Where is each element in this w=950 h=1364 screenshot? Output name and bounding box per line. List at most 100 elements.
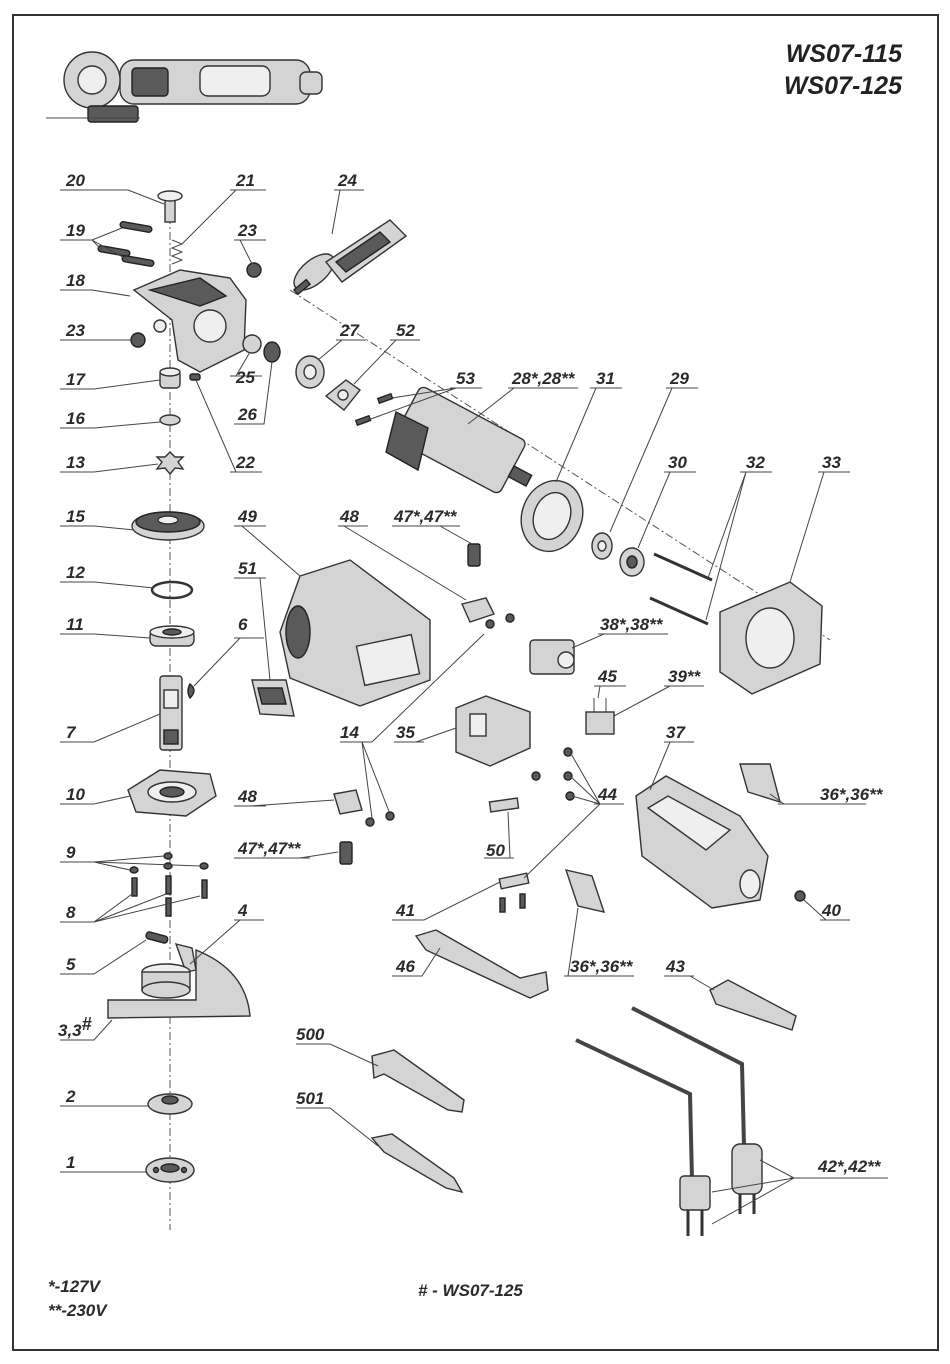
- label-30: 30: [668, 453, 687, 472]
- part-5-screw: [145, 931, 168, 943]
- part-27-bearing: [296, 356, 324, 388]
- part-501-wrench: [372, 1134, 462, 1192]
- model-title-1: WS07-115: [786, 40, 903, 68]
- part-53-screws: [356, 394, 393, 425]
- label-21: 21: [235, 171, 255, 190]
- label-24: 24: [337, 171, 357, 190]
- label-11: 11: [66, 615, 84, 634]
- label-50: 50: [486, 841, 505, 860]
- label-10: 10: [66, 785, 85, 804]
- part-19-screws: [98, 221, 155, 266]
- part-48-brush-holder-lower: [334, 790, 362, 814]
- part-11-bearing: [150, 626, 194, 646]
- label-25: 25: [235, 368, 255, 387]
- note-230v: **-230V: [48, 1301, 108, 1320]
- label-14: 14: [340, 723, 359, 742]
- page-border: [13, 15, 938, 1350]
- part-17-bushing: [160, 368, 180, 388]
- label-33: 33: [822, 453, 841, 472]
- label-19: 19: [66, 221, 85, 240]
- part-1-clamp-nut: [146, 1158, 194, 1182]
- label-42: 42*,42**: [817, 1157, 882, 1176]
- part-35-switch-holder: [456, 696, 530, 766]
- model-title-2: WS07-125: [784, 72, 903, 100]
- part-3-guard: [108, 950, 250, 1018]
- part-28-armature: [386, 385, 532, 494]
- label-26: 26: [237, 405, 257, 424]
- part-26-pinion: [264, 342, 280, 362]
- label-501: 501: [296, 1089, 324, 1108]
- part-48-brush-holder-upper: [462, 598, 494, 622]
- label-5: 5: [66, 955, 76, 974]
- part-21-spring: [172, 240, 182, 264]
- label-7: 7: [66, 723, 77, 742]
- label-20: 20: [65, 171, 85, 190]
- label-52: 52: [396, 321, 415, 340]
- label-47-lower: 47*,47**: [237, 839, 302, 858]
- part-15-bevel-gear: [132, 512, 204, 540]
- part-42-power-cords: [576, 1008, 762, 1236]
- part-51-switch-cover: [252, 680, 294, 716]
- part-22-key: [190, 374, 200, 380]
- part-37-rear-cover: [636, 776, 768, 908]
- part-46-cable-clamp: [416, 930, 548, 998]
- label-1: 1: [66, 1153, 75, 1172]
- part-10-bearing-plate: [128, 770, 216, 816]
- part-38-switch: [530, 640, 574, 674]
- part-2-inner-flange: [148, 1094, 192, 1114]
- part-41-terminal: [499, 873, 528, 912]
- part-43-cable-sleeve: [710, 980, 796, 1030]
- label-15: 15: [66, 507, 85, 526]
- label-35: 35: [396, 723, 415, 742]
- label-22: 22: [235, 453, 255, 472]
- note-ws07-125: # - WS07-125: [418, 1281, 523, 1300]
- part-29-bearing: [592, 533, 612, 559]
- label-8: 8: [66, 903, 76, 922]
- part-44-screws: [532, 748, 574, 800]
- label-23-lower: 23: [65, 321, 85, 340]
- part-49-motor-housing: [280, 560, 430, 706]
- label-31: 31: [596, 369, 615, 388]
- label-43: 43: [665, 957, 685, 976]
- label-44: 44: [597, 785, 617, 804]
- part-25-nut: [243, 335, 261, 353]
- grinder-thumbnail: [46, 52, 322, 122]
- part-500-wrench: [372, 1050, 464, 1112]
- label-32: 32: [746, 453, 765, 472]
- label-23-upper: 23: [237, 221, 257, 240]
- label-49: 49: [237, 507, 257, 526]
- label-36-right: 36*,36**: [820, 785, 884, 804]
- label-53: 53: [456, 369, 475, 388]
- part-33-stator: [720, 582, 822, 694]
- label-47-upper: 47*,47**: [393, 507, 458, 526]
- label-29: 29: [669, 369, 689, 388]
- label-46: 46: [395, 957, 415, 976]
- label-45: 45: [597, 667, 617, 686]
- label-27: 27: [339, 321, 360, 340]
- part-14-screws-upper: [486, 614, 514, 628]
- part-6-key: [188, 684, 194, 698]
- part-14-screws-lower: [366, 812, 394, 826]
- part-30-bearing-cup: [620, 548, 644, 576]
- part-16-washer: [160, 415, 180, 425]
- part-20-button: [158, 191, 182, 222]
- label-37: 37: [666, 723, 686, 742]
- part-50-block: [489, 798, 518, 812]
- part-12-circlip: [152, 582, 192, 598]
- part-52-plate: [326, 380, 360, 410]
- label-48-lower: 48: [237, 787, 257, 806]
- part-13-lockwasher: [157, 452, 183, 474]
- label-2: 2: [65, 1087, 76, 1106]
- label-36-center: 36*,36**: [570, 957, 634, 976]
- part-24-side-handle: [288, 220, 406, 297]
- part-47-brush-lower: [340, 842, 352, 864]
- part-45-capacitor: [586, 698, 614, 734]
- note-127v: *-127V: [48, 1277, 102, 1296]
- label-51: 51: [238, 559, 257, 578]
- label-6: 6: [238, 615, 248, 634]
- label-48-upper: 48: [339, 507, 359, 526]
- label-40: 40: [821, 901, 841, 920]
- label-4: 4: [237, 901, 248, 920]
- label-12: 12: [66, 563, 85, 582]
